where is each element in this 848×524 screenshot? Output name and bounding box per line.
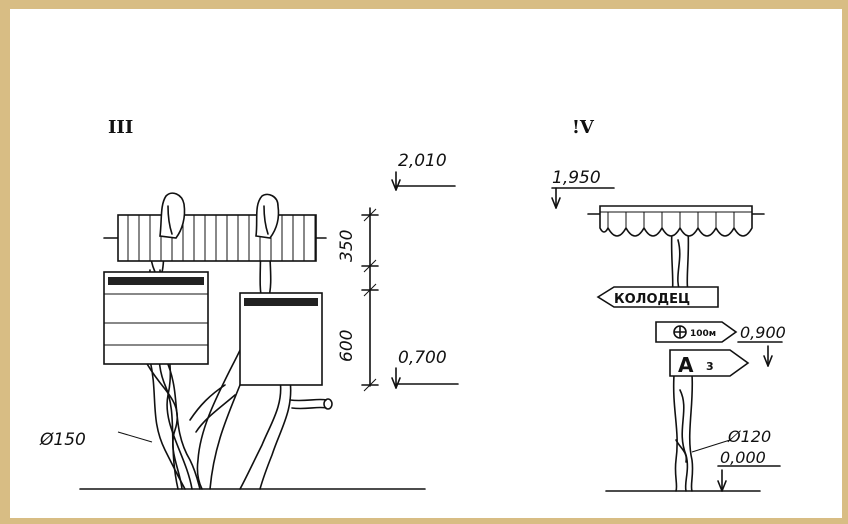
elevation-0000: 0,000 bbox=[720, 448, 766, 467]
diameter-leader-iii bbox=[117, 431, 153, 443]
dim-600: 600 bbox=[337, 330, 357, 362]
drawing-iv-title: !V bbox=[572, 117, 595, 138]
drawing-frame bbox=[10, 9, 842, 518]
elevation-marker-1950 bbox=[551, 187, 615, 209]
elevation-0700: 0,700 bbox=[398, 348, 447, 368]
cross-icon bbox=[673, 325, 687, 339]
awning-roof-iv bbox=[587, 205, 765, 237]
elevation-marker-0700 bbox=[391, 367, 459, 389]
sign-100m bbox=[655, 321, 738, 343]
roof-caps-iii bbox=[159, 192, 280, 239]
drawing-iii: III bbox=[39, 117, 459, 490]
sign-a-sub: 3 bbox=[706, 360, 714, 373]
diameter-150: Ø150 bbox=[39, 430, 86, 450]
sign-a-text: А bbox=[678, 353, 694, 377]
dimension-line-iii bbox=[361, 207, 379, 392]
elevation-1950: 1,950 bbox=[552, 168, 601, 188]
diameter-leader-iv bbox=[691, 439, 731, 453]
sign-kolodets bbox=[596, 286, 719, 308]
elevation-marker-0000 bbox=[717, 465, 781, 492]
sign-100m-text: 100м bbox=[690, 329, 716, 339]
elevation-marker-2010 bbox=[391, 171, 456, 191]
notice-board-right bbox=[239, 292, 323, 386]
twisted-pole-iv bbox=[669, 229, 694, 492]
sign-a3 bbox=[669, 349, 750, 377]
elevation-0900: 0,900 bbox=[740, 323, 786, 342]
elevation-2010: 2,010 bbox=[398, 151, 447, 171]
drawing-iv: !V КОЛОДЕЦ bbox=[551, 117, 786, 492]
sign-kolodets-text: КОЛОДЕЦ bbox=[614, 292, 690, 307]
notice-board-left bbox=[103, 271, 209, 365]
diameter-120: Ø120 bbox=[727, 427, 771, 446]
drawing-iii-title: III bbox=[108, 117, 133, 138]
roller-bar-iii bbox=[103, 214, 327, 262]
dim-350: 350 bbox=[337, 230, 357, 262]
elevation-marker-0900 bbox=[737, 341, 783, 367]
